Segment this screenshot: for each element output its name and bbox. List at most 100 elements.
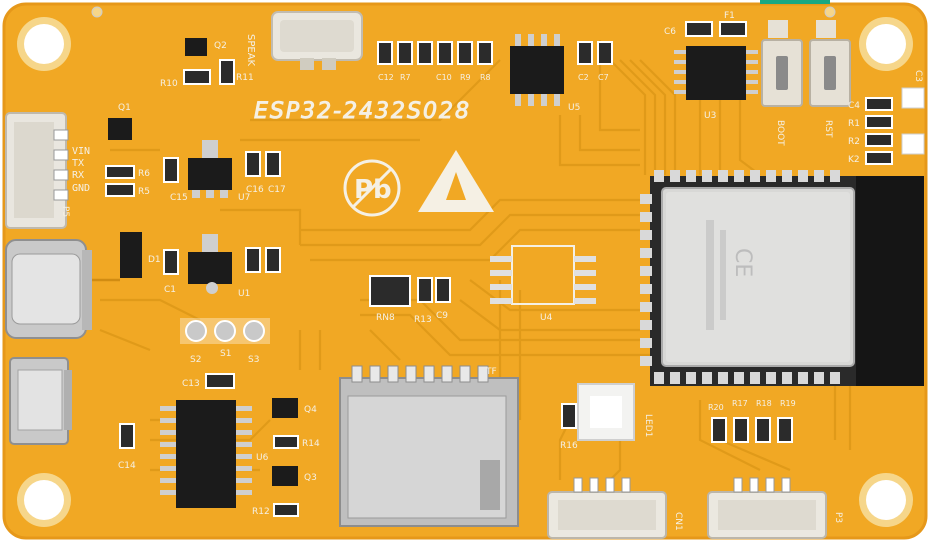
label-c4: C4 [848,101,860,111]
boot-button[interactable] [761,39,803,107]
label-vin: VIN [72,146,90,157]
label-gnd: GND [72,183,90,194]
board-model-text: ESP32-2432S028 [254,99,471,124]
svg-text:CE: CE [730,248,755,277]
label-r7: R7 [400,73,411,82]
label-c7: C7 [598,73,609,82]
mounting-hole-bottom-left [17,473,71,527]
transistor-q2 [185,38,207,56]
diode-d1 [120,232,142,278]
resistor-r10 [183,69,211,85]
label-c3: C3 [913,70,923,82]
label-c10: C10 [436,73,452,82]
capacitor-c9 [435,277,451,303]
label-q2: Q2 [214,41,227,51]
label-r13: R13 [414,315,432,325]
ic-u3 [674,46,758,100]
usb-c-port [5,239,92,339]
rst-button[interactable] [809,39,851,107]
regulator-u7 [188,140,232,198]
label-q1: Q1 [118,103,131,113]
speaker-connector [271,11,363,70]
esd-warning-icon [418,150,494,212]
pb-free-icon: Pb [343,159,401,217]
capacitor-c15 [163,157,179,183]
label-r12: R12 [252,507,270,517]
label-r14: R14 [302,439,320,449]
connector-p5 [5,112,69,229]
mounting-hole-top-left [17,17,71,71]
label-c13: C13 [182,379,200,389]
label-rn8: RN8 [376,313,395,323]
label-speak: SPEAK [245,34,256,67]
connector-cn1 [547,477,667,539]
label-r20: R20 [708,403,724,412]
label-cn1: CN1 [673,512,683,531]
label-u3: U3 [704,111,716,121]
transistor-q1 [108,118,132,140]
ic-u5 [510,34,564,106]
label-rx: RX [72,170,84,181]
label-d1: D1 [148,255,161,265]
capacitor-c16 [245,151,261,177]
esp32-module: CE [640,170,924,386]
resistor-r14 [273,435,299,449]
label-c14: C14 [118,461,136,471]
tf-card-slot [339,365,519,527]
fuse-f1 [719,21,747,37]
label-r1: R1 [848,119,860,129]
label-led1: LED1 [643,414,653,437]
label-r19: R19 [780,399,796,408]
label-c6: C6 [664,27,676,37]
capacitor-c17 [265,151,281,177]
capacitor-c1 [163,249,179,275]
label-c12: C12 [378,73,394,82]
label-k2: K2 [848,155,860,165]
label-r18: R18 [756,399,772,408]
capacitor-c13 [205,373,235,389]
label-r5: R5 [138,187,150,197]
capacitor-c3 [265,247,281,273]
resistor-r13 [417,277,433,303]
connector-p3 [707,477,827,539]
label-c9: C9 [436,311,448,321]
ic-u4 [490,245,596,305]
resistor-r16 [561,403,577,429]
passive-row-right [865,87,925,165]
label-p3: P3 [833,512,843,523]
label-u5: U5 [568,103,580,113]
label-r2: R2 [848,137,860,147]
label-u6: U6 [256,453,269,463]
mounting-hole-top-right [859,17,913,71]
label-tx: TX [72,158,84,169]
label-rst: RST [823,120,833,138]
label-c1: C1 [164,285,176,295]
micro-usb-port [9,357,72,445]
label-r9: R9 [460,73,471,82]
regulator-u1 [188,234,232,294]
capacitor-c14 [119,423,135,449]
label-r11: R11 [236,73,254,83]
label-f1: F1 [724,11,735,21]
rgb-led1 [577,383,635,441]
resistor-r6 [105,165,135,179]
label-s3: S3 [248,355,259,365]
label-q3: Q3 [304,473,317,483]
label-u1: U1 [238,289,250,299]
label-boot: BOOT [775,120,785,146]
transistor-q3 [272,466,298,486]
label-c2: C2 [578,73,589,82]
ic-u6 [160,400,252,508]
ce-mark-icon: CE [730,248,755,277]
passive-row-top [377,41,613,65]
resistor-network-rn8 [369,275,411,307]
label-c16: C16 [246,185,264,195]
label-r17: R17 [732,399,748,408]
label-tf: TF [485,367,497,377]
resistor-r12 [273,503,299,517]
label-q4: Q4 [304,405,317,415]
label-p5: P5 [60,206,70,217]
pads-s1-s3 [180,318,270,344]
transistor-q4 [272,398,298,418]
